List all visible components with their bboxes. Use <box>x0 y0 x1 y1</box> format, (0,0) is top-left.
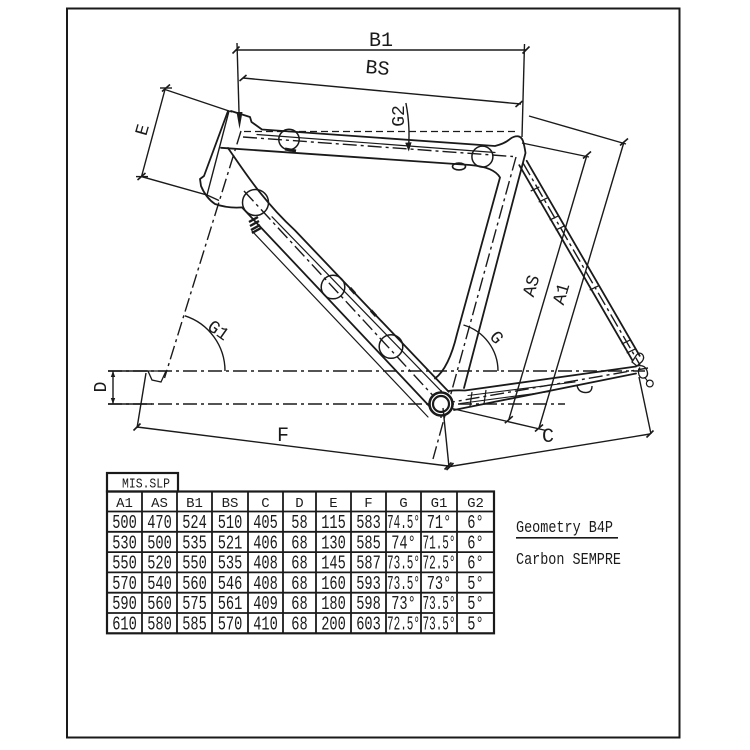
svg-text:406: 406 <box>253 532 278 554</box>
svg-text:6°: 6° <box>467 553 483 575</box>
svg-text:585: 585 <box>356 532 381 554</box>
svg-text:610: 610 <box>112 614 137 636</box>
svg-text:590: 590 <box>112 593 137 615</box>
svg-text:73.5°: 73.5° <box>387 553 420 575</box>
svg-text:550: 550 <box>182 553 207 575</box>
svg-text:6°: 6° <box>467 532 483 554</box>
svg-text:409: 409 <box>253 593 278 615</box>
svg-text:G1: G1 <box>431 496 448 512</box>
svg-text:130: 130 <box>321 532 346 554</box>
svg-text:575: 575 <box>182 593 207 615</box>
svg-text:587: 587 <box>356 553 381 575</box>
svg-text:5°: 5° <box>467 573 483 595</box>
svg-text:470: 470 <box>147 512 172 534</box>
svg-text:G: G <box>399 496 407 512</box>
svg-text:603: 603 <box>356 614 381 636</box>
svg-text:D: D <box>92 382 112 393</box>
svg-text:73°: 73° <box>391 593 416 615</box>
svg-text:560: 560 <box>147 593 172 615</box>
svg-text:561: 561 <box>218 593 243 615</box>
svg-text:585: 585 <box>182 614 207 636</box>
svg-text:C: C <box>542 426 554 449</box>
svg-text:583: 583 <box>356 512 381 534</box>
svg-text:Geometry B4P: Geometry B4P <box>516 519 613 538</box>
svg-text:A1: A1 <box>116 496 133 512</box>
svg-text:68: 68 <box>291 573 307 595</box>
svg-text:G2: G2 <box>390 105 410 127</box>
svg-text:71°: 71° <box>427 512 452 534</box>
svg-text:560: 560 <box>182 573 207 595</box>
svg-text:G2: G2 <box>467 496 484 512</box>
svg-text:68: 68 <box>291 532 307 554</box>
svg-text:C: C <box>261 496 269 512</box>
svg-text:E: E <box>329 496 337 512</box>
svg-text:550: 550 <box>112 553 137 575</box>
svg-text:6°: 6° <box>467 512 483 534</box>
svg-text:B1: B1 <box>369 30 393 53</box>
svg-text:540: 540 <box>147 573 172 595</box>
svg-text:MIS.SLP: MIS.SLP <box>122 478 170 493</box>
svg-text:72.5°: 72.5° <box>423 553 456 575</box>
svg-text:5°: 5° <box>467 593 483 615</box>
svg-text:570: 570 <box>218 614 243 636</box>
svg-text:74°: 74° <box>391 532 416 554</box>
svg-text:593: 593 <box>356 573 381 595</box>
svg-text:AS: AS <box>151 496 168 512</box>
svg-text:68: 68 <box>291 593 307 615</box>
svg-text:524: 524 <box>182 512 207 534</box>
svg-text:521: 521 <box>218 532 243 554</box>
svg-text:D: D <box>295 496 303 512</box>
svg-text:BS: BS <box>364 57 390 82</box>
svg-text:BS: BS <box>222 496 239 512</box>
svg-text:68: 68 <box>291 553 307 575</box>
svg-text:510: 510 <box>218 512 243 534</box>
svg-text:535: 535 <box>218 553 243 575</box>
svg-text:73.5°: 73.5° <box>423 614 456 636</box>
svg-text:408: 408 <box>253 573 278 595</box>
svg-text:598: 598 <box>356 593 381 615</box>
svg-text:73°: 73° <box>427 573 452 595</box>
svg-text:520: 520 <box>147 553 172 575</box>
svg-text:500: 500 <box>147 532 172 554</box>
svg-text:B1: B1 <box>186 496 203 512</box>
svg-text:180: 180 <box>321 593 346 615</box>
svg-text:74.5°: 74.5° <box>387 512 420 534</box>
svg-text:535: 535 <box>182 532 207 554</box>
svg-text:Carbon SEMPRE: Carbon SEMPRE <box>516 551 621 570</box>
svg-text:405: 405 <box>253 512 278 534</box>
svg-text:58: 58 <box>291 512 307 534</box>
svg-text:145: 145 <box>321 553 346 575</box>
svg-text:200: 200 <box>321 614 346 636</box>
svg-text:72.5°: 72.5° <box>387 614 420 636</box>
svg-text:546: 546 <box>218 573 243 595</box>
svg-text:73.5°: 73.5° <box>387 573 420 595</box>
svg-text:F: F <box>277 425 289 448</box>
svg-text:410: 410 <box>253 614 278 636</box>
svg-text:71.5°: 71.5° <box>423 532 456 554</box>
svg-text:F: F <box>364 496 372 512</box>
svg-text:160: 160 <box>321 573 346 595</box>
svg-text:530: 530 <box>112 532 137 554</box>
svg-text:580: 580 <box>147 614 172 636</box>
svg-text:408: 408 <box>253 553 278 575</box>
svg-text:570: 570 <box>112 573 137 595</box>
svg-text:115: 115 <box>321 512 346 534</box>
svg-text:500: 500 <box>112 512 137 534</box>
svg-text:5°: 5° <box>467 614 483 636</box>
svg-text:68: 68 <box>291 614 307 636</box>
svg-text:E: E <box>133 122 155 138</box>
svg-text:73.5°: 73.5° <box>423 593 456 615</box>
